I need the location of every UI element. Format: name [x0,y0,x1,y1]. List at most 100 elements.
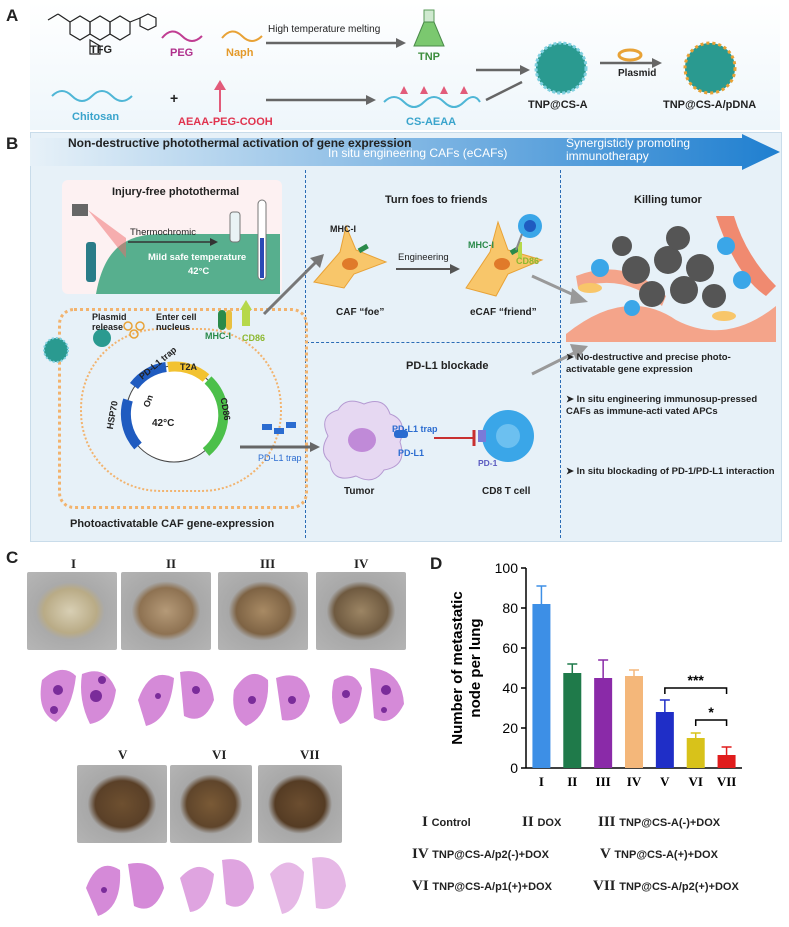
x-tick-label: III [596,774,611,789]
header-1: Non-destructive photothermal activation … [68,136,412,150]
peg-naph-chains-icon [161,30,263,42]
bullet-2-text: In situ engineering immunosup-pressed CA… [566,394,758,417]
naph-label: Naph [226,47,254,59]
legend-item: V TNP@CS-A(+)+DOX [600,846,718,863]
x-tick-label: IV [627,774,642,789]
pdl1-trap-tumor-label: PD-L1 trap [392,424,438,434]
y-tick-label: 80 [502,600,518,616]
aeaa-peg-icon [214,80,226,112]
lung-histology [138,671,214,726]
cd86-receptor-icon [240,300,252,326]
group-label: VI [212,747,227,762]
plasmid-rings-icon [123,321,145,339]
arrow-icon [531,344,588,376]
arrow-icon [128,238,218,246]
lung-photo [258,765,342,843]
legend-item-numeral: IV [412,846,433,862]
legend-item-numeral: III [598,814,620,830]
thermal-curve-icon [72,199,280,294]
tfg-label: TFG [90,44,112,56]
group-label: III [260,556,276,571]
panel-a-letter: A [6,6,19,25]
legend-item: VII TNP@CS-A/p2(+)+DOX [593,878,739,895]
blockade-inhibit-icon [434,430,476,446]
chitosan-chain-icon [51,90,133,102]
pdl1-label: PD-L1 [398,448,425,458]
lung-histology [86,863,164,916]
group-label: V [118,747,128,762]
killing-tumor-label: Killing tumor [634,194,702,206]
bullet-1-text: No-destructive and precise photo-activat… [566,352,731,375]
legend-item: I Control [422,814,471,831]
legend-item: III TNP@CS-A(-)+DOX [598,814,720,831]
caf-foe-cell-icon [313,224,388,289]
cd86-label: CD86 [242,333,266,343]
ecaf-friend-cell-icon [465,214,544,297]
x-tick-label: V [660,774,670,789]
header-3: Synergisticly promoting immunotherapy [566,136,691,163]
group-label: IV [354,556,369,571]
pdl1-trap-molecules-icon [262,422,296,434]
lung-photo [27,572,117,650]
panel-b-caption: Photoactivatable CAF gene-expression [70,518,275,530]
x-tick-label: VII [717,774,737,789]
pdl1-blockade-label: PD-L1 blockade [406,360,489,372]
mhc-label: MHC-I [205,331,231,341]
flask-icon [413,9,445,47]
y-tick-label: 60 [502,640,518,656]
x-tick-label: I [539,774,544,789]
group-label: I [71,556,77,571]
y-tick-label: 100 [495,560,519,576]
t2a-label: T2A [180,362,198,372]
lung-histology [180,859,254,912]
plasmid-label: Plasmid [618,68,657,79]
legend-item-label: TNP@CS-A/p2(-)+DOX [432,849,549,861]
arrow-icon [266,95,376,105]
aeaa-peg-cooh-label: AEAA-PEG-COOH [178,116,273,128]
significance-label: * [708,704,714,720]
lung-histology [270,857,346,914]
arrow-icon [600,58,662,68]
significance-bracket [694,719,728,726]
cell-membrane [58,308,308,509]
lung-photo [121,572,211,650]
legend-item-label: TNP@CS-A(+)+DOX [614,849,718,861]
separator-line [560,170,561,538]
pdl1-trap-arrow-label: PD-L1 trap [258,453,302,463]
x-tick-label: II [567,774,577,789]
cs-aeaa-chain-icon [383,86,481,108]
lung-photo [77,765,167,843]
cd8-label: CD8 T cell [482,486,531,497]
panel-d-letter: D [430,554,443,573]
bar [717,755,736,768]
tnp-csa-pdna-label: TNP@CS-A/pDNA [663,99,757,111]
mhc-receptor-icon [218,310,232,330]
tumor-cell-icon [323,400,408,481]
cd86-ecaf-label: CD86 [516,256,540,266]
header-2: In situ engineering CAFs (eCAFs) [328,146,508,160]
significance-bracket [664,687,728,694]
converging-arrows-icon [476,65,530,102]
bar [686,738,705,768]
injury-free-label: Injury-free photothermal [112,186,240,198]
nanoparticle-icon [43,337,69,363]
legend-item: VI TNP@CS-A/p1(+)+DOX [412,878,552,895]
temp-42-label: 42°C [188,266,210,277]
header-arrow [30,134,780,170]
bullet-2: ➤ In situ engineering immunosup-pressed … [566,394,758,417]
legend-item-numeral: VI [412,878,433,894]
nucleus-membrane [80,328,282,492]
pd1-label: PD-1 [478,458,498,468]
high-temp-melting-label: High temperature melting [268,24,381,35]
killing-tumor-scene-icon [566,216,776,342]
group-label: II [166,556,177,571]
lung-histology [233,673,310,726]
panel-c-letter: C [6,548,19,567]
lung-photo [316,572,406,650]
y-axis-label: Number of metastaticnode per lung [449,591,484,744]
separator-line [306,342,560,343]
legend-item-numeral: II [522,814,538,830]
bar [563,673,582,768]
y-tick-label: 40 [502,680,518,696]
